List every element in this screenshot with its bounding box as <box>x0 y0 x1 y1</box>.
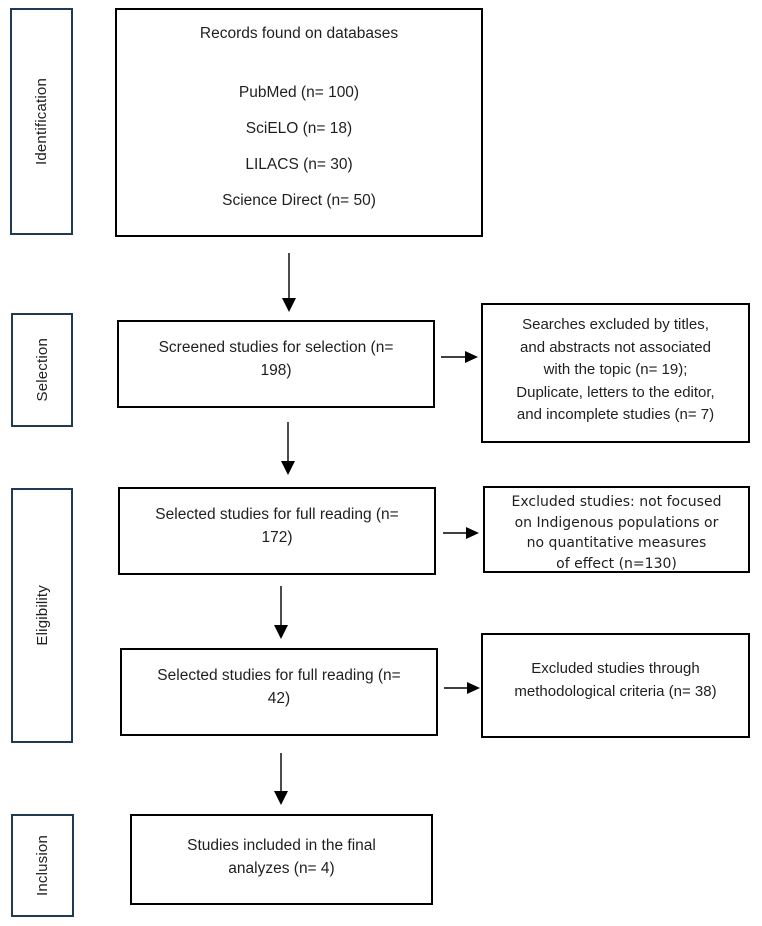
arrow-down-2-icon <box>281 422 295 475</box>
arrow-down-1-icon <box>282 253 296 312</box>
stage-selection: Selection <box>11 313 73 427</box>
stage-identification-label: Identification <box>33 77 50 166</box>
arrow-right-3-icon <box>444 682 480 694</box>
arrow-right-2-icon <box>443 527 479 539</box>
stage-eligibility-label: Eligibility <box>33 585 51 646</box>
stage-inclusion: Inclusion <box>11 814 74 917</box>
arrow-down-4-icon <box>274 753 288 805</box>
screened-studies-box: Screened studies for selection (n=198) <box>117 320 435 408</box>
records-found-title: Records found on databases <box>199 25 399 42</box>
stage-selection-label: Selection <box>33 338 51 402</box>
full-reading-42-box: Selected studies for full reading (n=42) <box>120 648 438 736</box>
stage-eligibility: Eligibility <box>11 488 73 743</box>
stage-identification: Identification <box>10 8 73 235</box>
records-database-list: PubMed (n= 100)SciELO (n= 18)LILACS (n= … <box>222 84 376 209</box>
full-reading-172-box: Selected studies for full reading (n=172… <box>118 487 436 575</box>
excluded-selection-box: Searches excluded by titles,and abstract… <box>481 303 750 443</box>
stage-inclusion-label: Inclusion <box>34 834 51 896</box>
arrow-right-1-icon <box>441 351 478 363</box>
records-found-box: Records found on databases PubMed (n= 10… <box>115 8 483 237</box>
arrow-down-3-icon <box>274 586 288 639</box>
